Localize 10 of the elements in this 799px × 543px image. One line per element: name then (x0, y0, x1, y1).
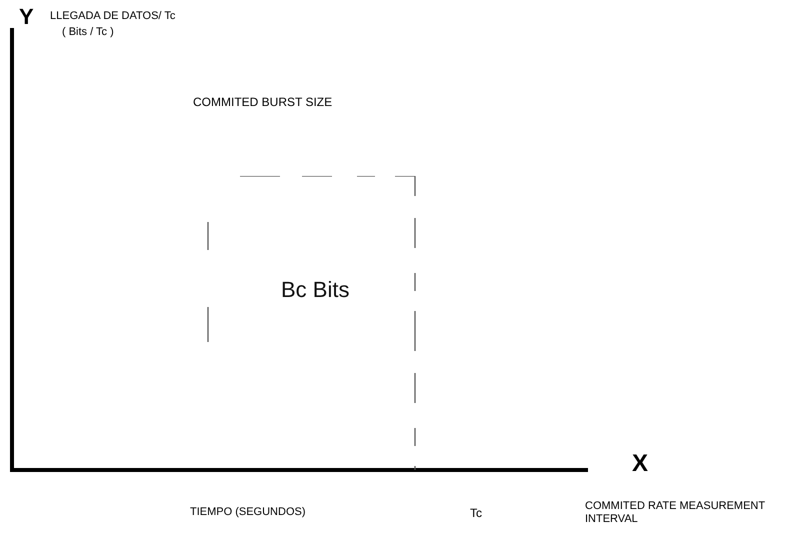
axis-label: TIEMPO (SEGUNDOS) (190, 506, 306, 520)
axis-label: COMMITED RATE MEASUREMENT INTERVAL (585, 500, 766, 526)
dashed-box (207, 176, 416, 470)
axis-label: Tc (470, 506, 482, 520)
axis-label: Y (19, 4, 34, 30)
axis-label: COMMITED BURST SIZE (193, 95, 332, 110)
axis-label: LLEGADA DE DATOS/ Tc (50, 10, 176, 24)
axis-label: X (632, 450, 648, 479)
box-text: Bc Bits (281, 276, 350, 304)
axis-label: ( Bits / Tc ) (62, 26, 114, 40)
